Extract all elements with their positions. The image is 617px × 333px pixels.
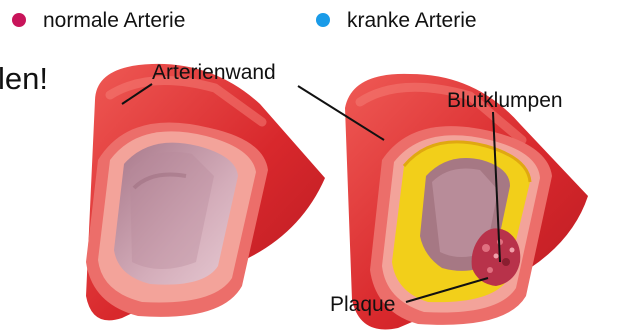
label-plaque: Plaque	[330, 294, 395, 315]
diseased-artery	[345, 74, 588, 330]
label-arterienwand: Arterienwand	[152, 62, 276, 83]
label-blutklumpen: Blutklumpen	[447, 90, 563, 111]
normal-artery	[86, 64, 325, 320]
